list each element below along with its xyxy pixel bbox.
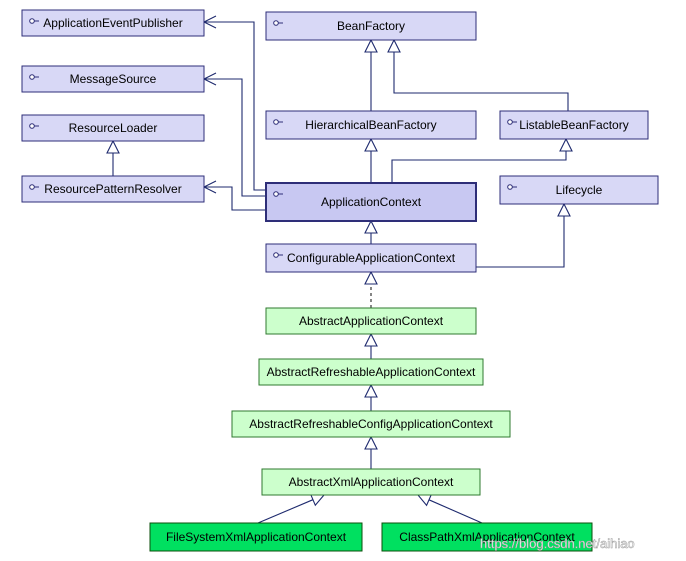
edge-ApplicationContext-to-ResourcePatternResolver-line — [204, 186, 266, 211]
node-label: ApplicationContext — [321, 195, 422, 209]
node-HierarchicalBeanFactory[interactable]: HierarchicalBeanFactory — [265, 110, 477, 140]
edge-ApplicationContext-to-ListableBeanFactory-arrowhead — [559, 137, 573, 152]
edge-ClassPathXmlApplicationContext-to-AbstractXmlApplicationContext-line — [428, 499, 483, 524]
node-label: ApplicationEventPublisher — [43, 16, 182, 30]
node-label: AbstractApplicationContext — [299, 314, 444, 328]
edge-ApplicationContext-to-ListableBeanFactory-line — [391, 151, 567, 183]
interface-lollipop-icon — [29, 18, 39, 24]
node-label: AbstractRefreshableConfigApplicationCont… — [249, 417, 493, 431]
node-label: FileSystemXmlApplicationContext — [166, 530, 347, 544]
node-ResourceLoader[interactable]: ResourceLoader — [21, 114, 205, 142]
node-box — [499, 175, 659, 205]
node-BeanFactory[interactable]: BeanFactory — [265, 11, 477, 41]
node-box — [261, 468, 481, 496]
node-label: ResourcePatternResolver — [44, 182, 181, 196]
node-ClassPathXmlApplicationContext[interactable]: ClassPathXmlApplicationContext — [381, 522, 593, 552]
edge-ConfigurableApplicationContext-to-Lifecycle-line — [476, 216, 565, 268]
node-FileSystemXmlApplicationContext[interactable]: FileSystemXmlApplicationContext — [149, 522, 363, 552]
edge-FileSystemXmlApplicationContext-to-AbstractXmlApplicationContext-line — [257, 499, 314, 524]
edge-ApplicationContext-to-MessageSource-line — [204, 78, 266, 197]
edge-ListableBeanFactory-to-BeanFactory-line — [393, 52, 569, 111]
node-label: HierarchicalBeanFactory — [305, 118, 436, 132]
node-label: ClassPathXmlApplicationContext — [399, 530, 575, 544]
node-box — [381, 522, 593, 552]
edge-ConfigurableApplicationContext-to-ApplicationContext-arrowhead — [364, 219, 378, 234]
node-box — [265, 11, 477, 41]
watermark-text: https://blog.csdn.net/aihiao — [480, 536, 635, 551]
interface-lollipop-icon — [507, 184, 517, 190]
node-box — [265, 307, 477, 335]
node-AbstractRefreshableApplicationContext[interactable]: AbstractRefreshableApplicationContext — [258, 358, 484, 386]
node-AbstractApplicationContext[interactable]: AbstractApplicationContext — [265, 307, 477, 335]
edge-ApplicationContext-to-ListableBeanFactory — [391, 137, 573, 183]
edge-HierarchicalBeanFactory-to-BeanFactory — [364, 38, 378, 111]
class-nodes: ApplicationEventPublisher BeanFactoryMess… — [21, 9, 659, 552]
node-box — [149, 522, 363, 552]
node-label: BeanFactory — [337, 19, 405, 33]
edge-ResourcePatternResolver-to-ResourceLoader-arrowhead — [106, 139, 120, 154]
edge-AbstractApplicationContext-to-ConfigurableApplicationContext-arrowhead — [364, 270, 378, 285]
node-ConfigurableApplicationContext[interactable]: ConfigurableApplicationContext — [265, 243, 477, 273]
edge-AbstractRefreshableApplicationContext-to-AbstractApplicationContext-arrowhead — [364, 332, 378, 347]
node-ApplicationEventPublisher[interactable]: ApplicationEventPublisher — [21, 9, 205, 37]
edge-AbstractRefreshableConfigApplicationContext-to-AbstractRefreshableApplicationContext-arrowhead — [364, 383, 378, 398]
node-box — [21, 9, 205, 37]
node-AbstractRefreshableConfigApplicationContext[interactable]: AbstractRefreshableConfigApplicationCont… — [231, 410, 511, 438]
interface-lollipop-icon — [273, 191, 283, 197]
edge-HierarchicalBeanFactory-to-BeanFactory-arrowhead — [364, 38, 378, 53]
node-label: AbstractXmlApplicationContext — [289, 475, 454, 489]
node-ListableBeanFactory[interactable]: ListableBeanFactory — [499, 110, 649, 140]
edge-ApplicationContext-to-ApplicationEventPublisher-line — [204, 21, 266, 191]
node-label: ListableBeanFactory — [519, 118, 628, 132]
inheritance-edges — [106, 15, 573, 524]
edge-ListableBeanFactory-to-BeanFactory — [387, 38, 569, 111]
interface-lollipop-icon — [273, 119, 283, 125]
interface-lollipop-icon — [29, 74, 39, 80]
node-box — [21, 65, 205, 93]
edge-ApplicationContext-to-HierarchicalBeanFactory — [364, 137, 378, 183]
interface-lollipop-icon — [273, 20, 283, 26]
node-box — [265, 182, 477, 222]
interface-lollipop-icon — [29, 123, 39, 129]
edge-AbstractRefreshableConfigApplicationContext-to-AbstractRefreshableApplicationContext — [364, 383, 378, 411]
node-ApplicationContext[interactable]: ApplicationContext — [265, 182, 477, 222]
edge-AbstractRefreshableApplicationContext-to-AbstractApplicationContext — [364, 332, 378, 359]
edge-ListableBeanFactory-to-BeanFactory-arrowhead — [387, 38, 401, 53]
node-ResourcePatternResolver[interactable]: ResourcePatternResolver — [21, 175, 205, 203]
edge-AbstractApplicationContext-to-ConfigurableApplicationContext — [364, 270, 378, 308]
node-box — [499, 110, 649, 140]
node-box — [258, 358, 484, 386]
node-Lifecycle[interactable]: Lifecycle — [499, 175, 659, 205]
edge-ApplicationContext-to-HierarchicalBeanFactory-arrowhead — [364, 137, 378, 152]
edge-ConfigurableApplicationContext-to-Lifecycle — [476, 202, 571, 268]
interface-lollipop-icon — [29, 184, 39, 190]
node-label: MessageSource — [70, 72, 157, 86]
edge-ResourcePatternResolver-to-ResourceLoader — [106, 139, 120, 176]
interface-lollipop-icon — [507, 119, 517, 125]
node-MessageSource[interactable]: MessageSource — [21, 65, 205, 93]
node-box — [265, 110, 477, 140]
node-label: Lifecycle — [556, 183, 603, 197]
edge-ConfigurableApplicationContext-to-Lifecycle-arrowhead — [557, 202, 571, 217]
node-box — [265, 243, 477, 273]
edge-AbstractXmlApplicationContext-to-AbstractRefreshableConfigApplicationContext-arrowhead — [364, 435, 378, 450]
node-label: AbstractRefreshableApplicationContext — [267, 365, 476, 379]
edge-AbstractXmlApplicationContext-to-AbstractRefreshableConfigApplicationContext — [364, 435, 378, 469]
node-box — [21, 114, 205, 142]
node-box — [231, 410, 511, 438]
node-box — [21, 175, 205, 203]
node-label: ConfigurableApplicationContext — [287, 251, 456, 265]
node-label: ResourceLoader — [69, 121, 158, 135]
node-AbstractXmlApplicationContext[interactable]: AbstractXmlApplicationContext — [261, 468, 481, 496]
interface-lollipop-icon — [273, 252, 283, 258]
edge-ConfigurableApplicationContext-to-ApplicationContext — [364, 219, 378, 244]
